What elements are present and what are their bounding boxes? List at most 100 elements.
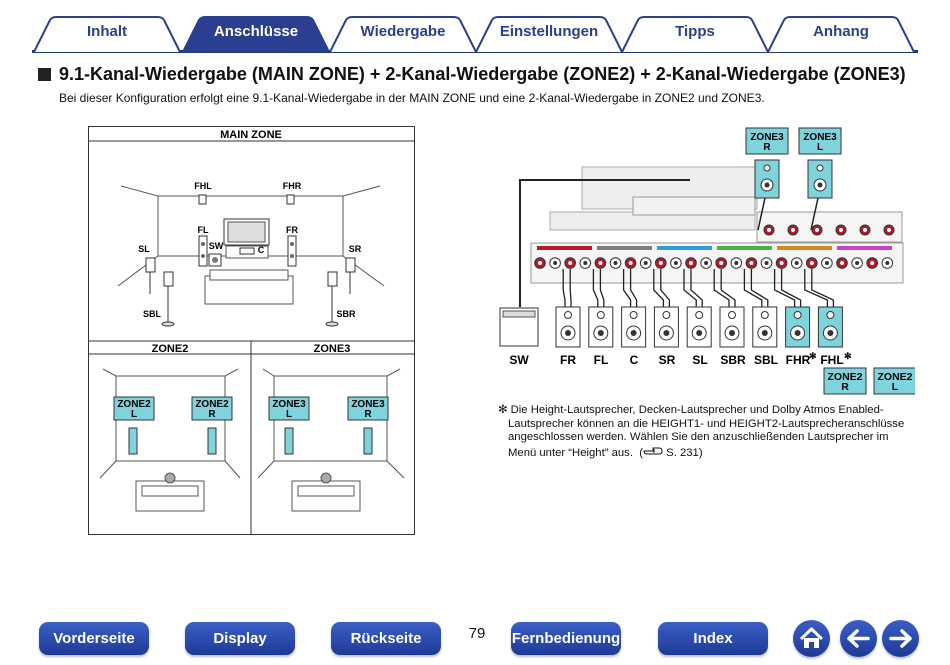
tab-bar: Inhalt Anschlüsse Wiedergabe Einstellungen T… bbox=[0, 0, 950, 56]
speaker-wire bbox=[750, 269, 769, 307]
speaker-fhl bbox=[817, 306, 843, 348]
zone2-box-label: L bbox=[892, 381, 899, 393]
asterisk-mark: ✻ bbox=[844, 351, 852, 361]
terminal-group-strip bbox=[777, 246, 832, 250]
tab-tipps[interactable]: Tipps bbox=[620, 16, 770, 52]
tab-label: Wiedergabe bbox=[360, 23, 446, 40]
speaker-wire bbox=[780, 269, 802, 307]
svg-text:L: L bbox=[286, 409, 292, 420]
zone2-sofa-icon bbox=[135, 472, 205, 512]
svg-text:R: R bbox=[208, 409, 216, 420]
label-sbl: SBL bbox=[143, 309, 162, 319]
svg-text:ZONE2: ZONE2 bbox=[195, 399, 229, 410]
speaker-wire bbox=[690, 269, 703, 307]
nav-display-button[interactable]: Display bbox=[185, 622, 295, 655]
label-fl: FL bbox=[198, 225, 209, 235]
section-subtext: Bei dieser Konfiguration erfolgt eine 9.… bbox=[59, 91, 765, 105]
terminal-group-strip bbox=[657, 246, 712, 250]
zone3-r-speaker bbox=[363, 427, 373, 455]
zone2-box-label: R bbox=[841, 381, 849, 393]
speaker-fl bbox=[198, 235, 208, 267]
speaker-sbr bbox=[325, 271, 339, 327]
bottom-label-fhl: FHL bbox=[820, 353, 843, 367]
section-heading: 9.1-Kanal-Wiedergabe (MAIN ZONE) + 2-Kan… bbox=[38, 64, 906, 85]
speaker-wire bbox=[713, 269, 730, 307]
heading-text: 9.1-Kanal-Wiedergabe (MAIN ZONE) + 2-Kan… bbox=[59, 64, 906, 84]
zone3-title: ZONE3 bbox=[314, 343, 351, 355]
tab-einstellungen[interactable]: Einstellungen bbox=[474, 16, 624, 52]
svg-text:L: L bbox=[131, 409, 137, 420]
zone3-wire bbox=[757, 197, 766, 231]
bottom-label-c: C bbox=[630, 353, 639, 367]
note-line-1: ✻ Die Height-Lautsprecher, Decken-Lautsp… bbox=[498, 404, 884, 416]
nav-fernbedienung-button[interactable]: Fernbedienung bbox=[511, 622, 621, 655]
page-number: 79 bbox=[468, 625, 486, 642]
speaker-fhr bbox=[286, 194, 295, 205]
bottom-label-sw: SW bbox=[509, 353, 529, 367]
label-fhl: FHL bbox=[194, 181, 212, 191]
speaker-sbl bbox=[161, 271, 175, 327]
label-fhr: FHR bbox=[283, 181, 302, 191]
note-line-3: angeschlossen werden. Wählen Sie den anz… bbox=[508, 431, 889, 444]
speaker-sr bbox=[345, 257, 356, 294]
speaker-wire bbox=[804, 269, 829, 307]
zone3-l-label-box: ZONE3 L bbox=[268, 396, 310, 421]
terminal-group-strip bbox=[597, 246, 652, 250]
zone2-l-label-box: ZONE2 L bbox=[113, 396, 155, 421]
bottom-label-sbr: SBR bbox=[720, 353, 746, 367]
forward-arrow-icon bbox=[889, 629, 912, 648]
tab-label: Anschlüsse bbox=[213, 23, 299, 40]
nav-vorderseite-button[interactable]: Vorderseite bbox=[39, 622, 149, 655]
bottom-label-sbl: SBL bbox=[754, 353, 778, 367]
zone3-top-label: ZONE3 bbox=[803, 132, 837, 143]
zone3-wire bbox=[810, 197, 819, 231]
speaker-sr bbox=[653, 306, 679, 348]
tab-label: Tipps bbox=[675, 23, 715, 40]
speaker-wire bbox=[811, 269, 835, 307]
bottom-label-sr: SR bbox=[659, 353, 676, 367]
heading-square-icon bbox=[38, 68, 51, 81]
sofa-icon bbox=[204, 275, 294, 305]
height-speaker-note: ✻ Die Height-Lautsprecher, Decken-Lautsp… bbox=[498, 404, 918, 460]
speaker-sbr bbox=[719, 306, 745, 348]
sw-cable bbox=[519, 179, 690, 307]
zone3-top-label: R bbox=[763, 142, 771, 153]
svg-text:R: R bbox=[364, 409, 372, 420]
speaker-wire bbox=[683, 269, 697, 307]
forward-button[interactable] bbox=[882, 620, 919, 657]
zone2-box-label: ZONE2 bbox=[877, 371, 912, 383]
label-sw: SW bbox=[209, 241, 224, 251]
speaker-sw bbox=[208, 253, 222, 267]
zone2-r-speaker bbox=[207, 427, 217, 455]
label-sr: SR bbox=[349, 244, 362, 254]
tab-label: Inhalt bbox=[87, 23, 127, 40]
tab-wiedergabe[interactable]: Wiedergabe bbox=[328, 16, 478, 52]
asterisk-mark: ✻ bbox=[809, 351, 817, 361]
tab-anschl-sse[interactable]: Anschlüsse bbox=[181, 16, 331, 52]
speaker-fr bbox=[287, 235, 297, 267]
back-button[interactable] bbox=[840, 620, 877, 657]
nav-rueckseite-button[interactable]: Rückseite bbox=[331, 622, 441, 655]
tab-anhang[interactable]: Anhang bbox=[766, 16, 916, 52]
speaker-wire bbox=[720, 269, 736, 307]
bottom-label-fhr: FHR bbox=[786, 353, 811, 367]
tab-inhalt[interactable]: Inhalt bbox=[32, 16, 182, 52]
bottom-label-fr: FR bbox=[560, 353, 576, 367]
nav-index-button[interactable]: Index bbox=[658, 622, 768, 655]
svg-text:ZONE3: ZONE3 bbox=[351, 399, 385, 410]
label-c: C bbox=[258, 245, 265, 255]
home-icon bbox=[799, 627, 824, 648]
back-arrow-icon bbox=[847, 629, 870, 648]
svg-text:ZONE2: ZONE2 bbox=[117, 399, 151, 410]
zone2-box-label: ZONE2 bbox=[827, 371, 862, 383]
note-line-4: Menü unter “Height” aus. ( S. 231) bbox=[508, 446, 703, 459]
room-layout-svg: MAIN ZONE ZONE2 ZONE3 FHL FHR FL FR bbox=[88, 126, 415, 535]
home-button[interactable] bbox=[793, 620, 830, 657]
speaker-wire bbox=[622, 269, 632, 307]
zone3-top-label: L bbox=[817, 142, 823, 153]
